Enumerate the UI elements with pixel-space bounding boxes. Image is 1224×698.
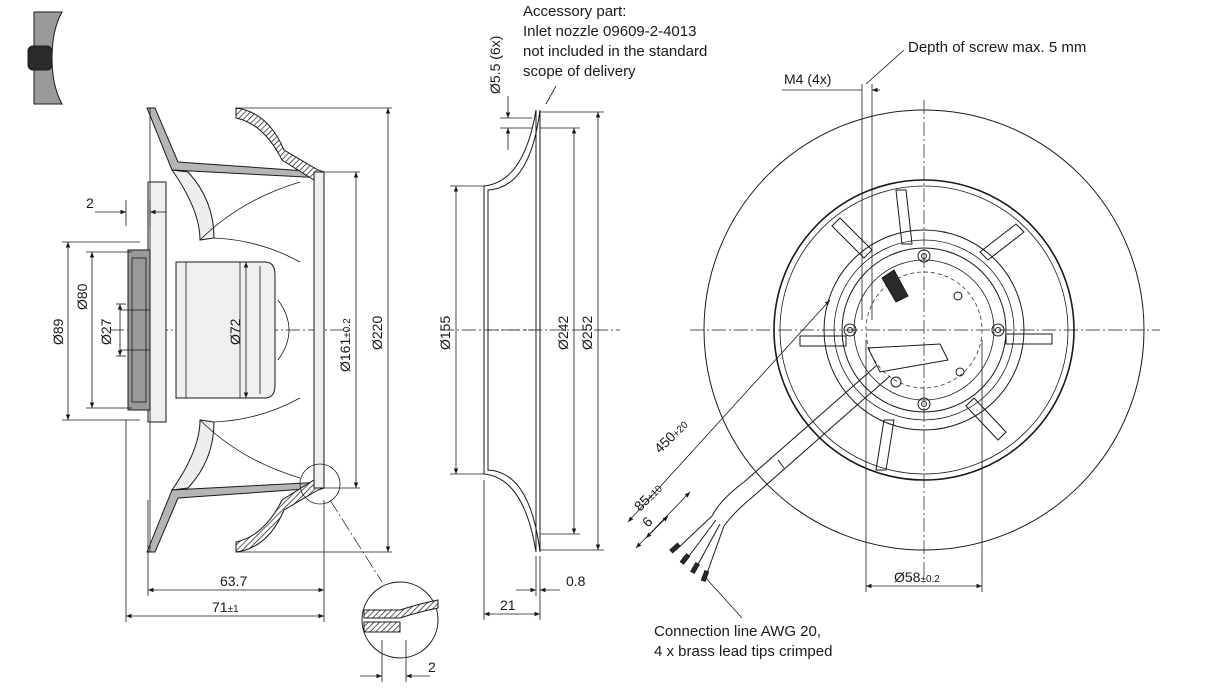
- fan-side-view: 2 Ø89 Ø80 Ø27 Ø72 Ø161±0.2 Ø220 63.7 71±…: [50, 107, 392, 622]
- dim-d155: Ø155: [437, 316, 453, 350]
- accessory-note-line-2: Inlet nozzle 09609-2-4013: [523, 23, 696, 40]
- dim-d80: Ø80: [74, 283, 90, 310]
- dim-d242: Ø242: [555, 316, 571, 350]
- dim-d161-value: Ø161: [337, 338, 353, 372]
- dim-85: 85±10: [631, 480, 665, 514]
- cable-note-line-1: Connection line AWG 20,: [654, 623, 821, 640]
- inlet-nozzle-view: Accessory part: Inlet nozzle 09609-2-401…: [437, 3, 711, 620]
- dim-450: 450+20: [651, 416, 691, 456]
- dim-m4: M4 (4x): [784, 71, 831, 87]
- dim-0-8: 0.8: [566, 573, 586, 589]
- cable-note: Connection line AWG 20, 4 x brass lead t…: [654, 623, 832, 660]
- dim-d5-5: Ø5.5 (6x): [487, 36, 503, 94]
- cable-wires: [669, 515, 725, 583]
- accessory-note-line-3: not included in the standard: [523, 43, 707, 60]
- dim-71-tol: ±1: [228, 604, 239, 615]
- dim-2-top: 2: [86, 195, 94, 211]
- dim-d58: Ø58±0.2: [894, 569, 940, 585]
- dim-d252: Ø252: [579, 316, 595, 350]
- accessory-note: Accessory part: Inlet nozzle 09609-2-401…: [523, 3, 711, 80]
- dim-71-value: 71: [212, 599, 228, 615]
- dim-d58-value: Ø58: [894, 569, 921, 585]
- dim-6: 6: [639, 513, 656, 530]
- section-icon: [27, 11, 63, 105]
- dim-d89: Ø89: [50, 318, 66, 345]
- dim-d220: Ø220: [369, 316, 385, 350]
- dim-d72: Ø72: [227, 318, 243, 345]
- dim-d58-tol: ±0.2: [920, 574, 940, 585]
- detail-dim-2: 2: [428, 659, 436, 675]
- dim-d161: Ø161±0.2: [337, 318, 353, 372]
- dim-71: 71±1: [212, 599, 239, 615]
- dim-d27: Ø27: [98, 318, 114, 345]
- detail-view: 2: [360, 581, 439, 682]
- fan-front-view: 450+20 85±10 6 M4 (4x) Depth of screw ma…: [627, 39, 1160, 660]
- accessory-note-line-1: Accessory part:: [523, 3, 626, 20]
- dim-d161-tol: ±0.2: [342, 318, 353, 338]
- dim-63-7: 63.7: [220, 573, 247, 589]
- mounting-holes: [843, 249, 1005, 411]
- cable-note-line-2: 4 x brass lead tips crimped: [654, 643, 832, 660]
- accessory-note-line-4: scope of delivery: [523, 63, 636, 80]
- dim-21: 21: [500, 597, 516, 613]
- screw-depth-note: Depth of screw max. 5 mm: [908, 39, 1086, 56]
